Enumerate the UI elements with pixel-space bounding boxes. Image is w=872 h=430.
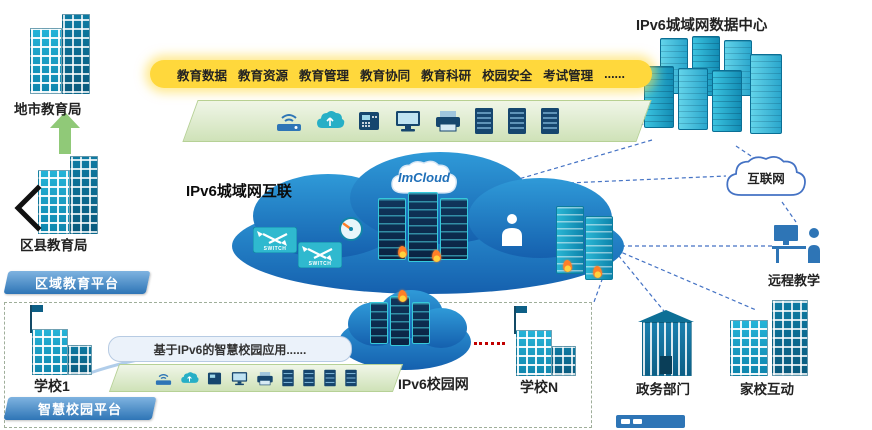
imcloud-cloud-icon	[391, 160, 457, 194]
core-rack-icon	[408, 192, 438, 262]
up-arrow-icon	[50, 112, 80, 154]
brand-logo	[616, 415, 685, 428]
smart-campus-badge-label: 智慧校园平台	[37, 402, 122, 417]
remote-teaching-label: 远程教学	[768, 273, 821, 288]
wifi-router-icon	[276, 114, 301, 131]
printer-icon	[257, 371, 273, 385]
government-building-icon	[636, 310, 696, 376]
school1-building-icon	[20, 305, 92, 375]
campus-to-schoolN-dotted-link	[474, 342, 505, 345]
home-school-label: 家校互动	[740, 382, 794, 397]
monitor-icon	[231, 371, 248, 385]
schoolN-building-icon	[504, 306, 576, 376]
man-cloud-label: IPv6城域网互联	[186, 183, 292, 200]
campus-rack-icon	[390, 296, 410, 346]
region-platform-badge-label: 区域教育平台	[34, 276, 119, 291]
core-rack-icon	[440, 198, 468, 260]
banner-item: 校园安全	[482, 68, 533, 83]
ip-phone-icon	[207, 372, 222, 384]
switch-label: SWITCH	[308, 261, 332, 267]
switch-label: SWITCH	[263, 246, 287, 252]
banner-item: 教育科研	[421, 68, 472, 83]
datacenter-title: IPv6城域网数据中心	[636, 18, 768, 34]
datacenter-server-cluster-icon	[642, 36, 802, 154]
remote-teaching-icon	[772, 225, 820, 263]
server-rack-icon	[303, 369, 315, 387]
device-strip-top	[182, 100, 652, 142]
smart-campus-boundary	[4, 302, 592, 428]
city-bureau-label: 地市教育局	[14, 102, 82, 117]
education-services-banner: 教育数据 教育资源 教育管理 教育协同 教育科研 校园安全 考试管理 .....…	[150, 60, 652, 88]
campus-rack-icon	[412, 302, 430, 344]
server-rack-icon	[540, 108, 559, 134]
banner-item: ......	[604, 67, 625, 81]
city-bureau-building-icon	[26, 12, 104, 96]
campus-network-label: IPv6校园网	[398, 376, 469, 392]
schoolN-label: 学校N	[520, 379, 559, 395]
region-platform-badge: 区域教育平台	[3, 271, 151, 294]
school1-label: 学校1	[34, 378, 70, 394]
cloud-upload-icon	[181, 371, 199, 383]
gauge-icon	[339, 217, 363, 241]
banner-item: 考试管理	[543, 68, 594, 83]
server-rack-icon	[474, 108, 493, 134]
switch-icon: SWITCH	[297, 241, 343, 269]
banner-item: 教育数据	[177, 68, 228, 83]
switch-icon: SWITCH	[252, 226, 298, 254]
district-bureau-building-icon	[34, 156, 112, 236]
user-icon	[502, 214, 522, 246]
imcloud-logo-text: ImCloud	[398, 170, 450, 185]
district-bureau-label: 区县教育局	[20, 238, 88, 253]
printer-icon	[435, 111, 460, 132]
server-rack-icon	[345, 369, 357, 387]
banner-item: 教育协同	[360, 68, 411, 83]
campus-rack-icon	[370, 302, 388, 344]
imcloud-logo: ImCloud	[378, 158, 470, 198]
monitor-icon	[395, 111, 420, 132]
server-rack-icon	[282, 369, 294, 387]
internet-cloud-icon	[726, 155, 806, 196]
banner-item: 教育资源	[238, 68, 289, 83]
campus-app-banner: 基于IPv6的智慧校园应用......	[108, 336, 352, 362]
chevron-left-icon	[14, 184, 42, 232]
home-school-building-icon	[730, 300, 808, 376]
device-strip-bottom	[108, 364, 404, 392]
core-rack-icon	[378, 198, 406, 260]
internet-label: 互联网	[747, 172, 785, 186]
smart-campus-badge: 智慧校园平台	[3, 397, 157, 420]
ip-phone-icon	[358, 112, 379, 130]
banner-item: 教育管理	[299, 68, 350, 83]
government-label: 政务部门	[636, 382, 690, 397]
wifi-router-icon	[155, 373, 172, 385]
internet-cloud: 互联网	[722, 150, 810, 204]
server-rack-icon	[324, 369, 336, 387]
cloud-upload-icon	[316, 111, 344, 128]
server-rack-icon	[507, 108, 526, 134]
